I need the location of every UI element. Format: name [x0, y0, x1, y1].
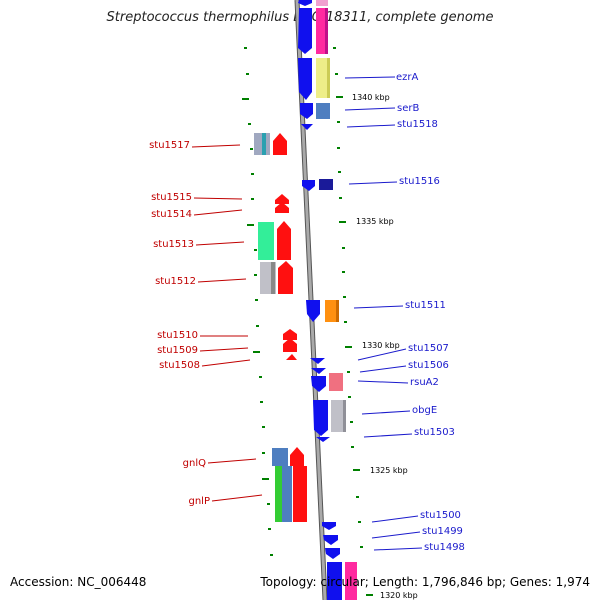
- gene-label-stu1508[interactable]: stu1508: [159, 360, 200, 371]
- gene-label-stu1507[interactable]: stu1507: [408, 343, 449, 354]
- gene-box: [329, 373, 343, 391]
- gene-arrow: [313, 400, 328, 436]
- gene-arrow: [277, 221, 291, 260]
- gene-label-stu1509[interactable]: stu1509: [157, 345, 198, 356]
- gene-arrow: [275, 202, 289, 213]
- gene-box: [319, 179, 333, 190]
- kbp-label: 1325 kbp: [370, 466, 408, 475]
- accession-text: Accession: NC_006448: [10, 575, 147, 589]
- gene-box: [282, 466, 292, 522]
- gene-arrow: [310, 358, 325, 364]
- gene-label-rsuA2[interactable]: rsuA2: [410, 377, 439, 388]
- gene-arrow: [306, 300, 320, 322]
- kbp-label: 1330 kbp: [362, 341, 400, 350]
- gene-arrow: [302, 180, 315, 191]
- kbp-label: 1335 kbp: [356, 217, 394, 226]
- gene-label-obgE[interactable]: obgE: [412, 405, 437, 416]
- gene-label-stu1499[interactable]: stu1499: [422, 526, 463, 537]
- gene-label-serB[interactable]: serB: [397, 103, 419, 114]
- genome-summary: Topology: circular; Length: 1,796,846 bp…: [260, 575, 590, 589]
- gene-label-stu1513[interactable]: stu1513: [153, 239, 194, 250]
- gene-arrow: [275, 194, 289, 204]
- gene-arrow: [327, 562, 342, 600]
- gene-label-stu1500[interactable]: stu1500: [420, 510, 461, 521]
- left-label-leaders: [191, 144, 263, 502]
- gene-arrow: [298, 58, 312, 100]
- gene-arrow: [286, 354, 297, 360]
- gene-arrow: [273, 133, 287, 155]
- gene-label-ezrA[interactable]: ezrA: [396, 72, 419, 83]
- gene-label-stu1517[interactable]: stu1517: [149, 140, 190, 151]
- gene-label-stu1511[interactable]: stu1511: [405, 300, 446, 311]
- gene-arrow: [283, 338, 297, 352]
- reverse-strand-genes: [298, 0, 357, 600]
- right-label-leaders: [344, 76, 423, 551]
- gene-arrow: [301, 124, 313, 130]
- gene-box: [293, 466, 307, 522]
- gene-arrow: [323, 535, 338, 545]
- gene-box: [316, 103, 330, 119]
- kbp-label: 1340 kbp: [352, 93, 390, 102]
- gene-arrow: [283, 329, 297, 340]
- gene-label-stu1506[interactable]: stu1506: [408, 360, 449, 371]
- gene-box: [325, 300, 339, 322]
- gene-label-gnlQ[interactable]: gnlQ: [183, 458, 206, 469]
- gene-arrow: [290, 447, 304, 466]
- gene-label-stu1518[interactable]: stu1518: [397, 119, 438, 130]
- gene-box: [331, 400, 346, 432]
- tick-marks: [242, 47, 373, 596]
- gene-arrow: [316, 437, 330, 442]
- left-gene-labels: stu1517 stu1515 stu1514 stu1513 stu1512 …: [149, 140, 210, 507]
- gene-arrow: [300, 103, 313, 119]
- gene-arrow: [298, 0, 312, 6]
- forward-strand-genes: [254, 133, 307, 522]
- gene-arrow: [298, 8, 312, 54]
- gene-label-stu1498[interactable]: stu1498: [424, 542, 465, 553]
- gene-label-stu1510[interactable]: stu1510: [157, 330, 198, 341]
- right-gene-labels: ezrA serB stu1518 stu1516 stu1511 stu150…: [396, 72, 465, 553]
- gene-label-stu1512[interactable]: stu1512: [155, 276, 196, 287]
- gene-box: [275, 466, 283, 522]
- gene-box: [258, 222, 274, 260]
- gene-label-stu1515[interactable]: stu1515: [151, 192, 192, 203]
- kbp-label: 1320 kbp: [380, 591, 418, 600]
- gene-arrow: [278, 261, 293, 294]
- gene-arrow: [311, 376, 326, 392]
- gene-box: [345, 562, 357, 600]
- gene-box: [272, 448, 288, 466]
- gene-arrow: [325, 548, 340, 559]
- gene-box: [316, 58, 330, 98]
- gene-label-stu1503[interactable]: stu1503: [414, 427, 455, 438]
- gene-arrow: [322, 522, 336, 530]
- gene-label-stu1514[interactable]: stu1514: [151, 209, 192, 220]
- gene-arrow: [311, 368, 326, 374]
- gene-label-gnlP[interactable]: gnlP: [189, 496, 211, 507]
- gene-box: [316, 0, 328, 6]
- gene-label-stu1516[interactable]: stu1516: [399, 176, 440, 187]
